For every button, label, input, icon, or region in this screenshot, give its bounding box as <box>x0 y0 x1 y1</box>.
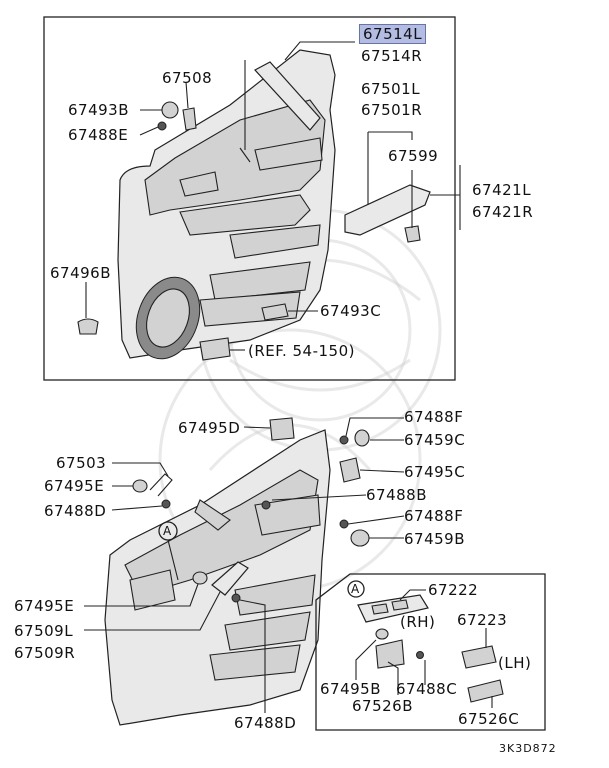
part-label-67488B: 67488B <box>366 486 428 504</box>
clip-67495D <box>269 417 295 441</box>
clip-67495E-b <box>192 571 208 585</box>
detail-box-a-frame <box>315 573 546 731</box>
part-label-67503: 67503 <box>56 454 107 472</box>
switch-ref-54-150 <box>199 337 231 361</box>
part-label-67421R: 67421R <box>472 203 534 221</box>
part-label-67493B: 67493B <box>68 101 130 119</box>
clip-67493B <box>161 101 179 119</box>
part-label-67514R: 67514R <box>361 47 423 65</box>
leader-lines-detail <box>355 589 493 708</box>
callout-a-main-label: A <box>163 524 172 538</box>
screw-67488F-a <box>339 435 349 445</box>
part-label-67508: 67508 <box>162 69 213 87</box>
cap-67459B <box>350 529 370 547</box>
clip-67495B <box>375 628 389 640</box>
part-label-67421L: 67421L <box>472 181 532 199</box>
bracket-67526B <box>375 639 405 669</box>
callout-a-detail <box>347 580 365 598</box>
lh-variant-label: (LH) <box>498 654 532 672</box>
screw-67488F-b <box>339 519 349 529</box>
part-label-67488F-upper: 67488F <box>404 408 464 426</box>
screw-67488E <box>157 121 167 131</box>
bracket-67508 <box>182 107 197 131</box>
part-label-67459C: 67459C <box>404 431 466 449</box>
armrest-pad-67421 <box>344 184 431 236</box>
callout-a-detail-label: A <box>351 582 360 596</box>
part-label-67488F-lower: 67488F <box>404 507 464 525</box>
upper-assembly-frame <box>43 16 456 381</box>
figure-code: 3K3D872 <box>499 742 557 755</box>
part-label-67495E-upper: 67495E <box>44 477 105 495</box>
bracket-67526C <box>467 679 504 703</box>
part-label-67222: 67222 <box>428 581 479 599</box>
clip-67495E-a <box>132 479 148 493</box>
part-label-67493C: 67493C <box>320 302 382 320</box>
screw-67488B <box>261 500 271 510</box>
clip-67495C <box>339 457 361 483</box>
screw-67488D-b <box>231 593 241 603</box>
leader-lines-upper <box>85 41 461 351</box>
part-label-67488D-lower: 67488D <box>234 714 297 732</box>
part-label-67488E: 67488E <box>68 126 129 144</box>
part-label-67526B: 67526B <box>352 697 414 715</box>
rh-variant-label: (RH) <box>400 613 436 631</box>
cap-67459C <box>354 429 370 447</box>
switch-67223 <box>461 645 497 669</box>
part-label-67509R: 67509R <box>14 644 76 662</box>
part-label-67501R: 67501R <box>361 101 423 119</box>
part-label-67514L: 67514L <box>359 24 427 44</box>
reference-label: (REF. 54-150) <box>248 342 355 360</box>
part-label-67488C: 67488C <box>396 680 458 698</box>
part-label-67509L: 67509L <box>14 622 74 640</box>
part-label-67495B: 67495B <box>320 680 382 698</box>
part-label-67526C: 67526C <box>458 710 520 728</box>
part-label-67495D: 67495D <box>178 419 241 437</box>
part-label-67459B: 67459B <box>404 530 466 548</box>
part-label-67599: 67599 <box>388 147 439 165</box>
part-label-67495C: 67495C <box>404 463 466 481</box>
clip-67496B <box>77 318 99 335</box>
leader-lines-lower <box>84 417 405 713</box>
screw-67488D-a <box>161 499 171 509</box>
part-label-67223: 67223 <box>457 611 508 629</box>
front-door-trim-panel-upper <box>117 49 336 360</box>
part-label-67496B: 67496B <box>50 264 112 282</box>
window-switch-67222 <box>357 594 429 623</box>
inner-handle-67509 <box>211 561 249 596</box>
rod-67503 <box>149 473 173 497</box>
front-door-trim-panel-lower <box>104 429 331 726</box>
part-label-67488D-upper: 67488D <box>44 502 107 520</box>
part-label-67501L: 67501L <box>361 80 421 98</box>
part-label-67495E-lower: 67495E <box>14 597 75 615</box>
armrest-grip-67514 <box>254 61 321 131</box>
clip-67599 <box>404 225 421 243</box>
screw-67488C <box>416 651 424 659</box>
pad-67493C <box>261 303 289 321</box>
